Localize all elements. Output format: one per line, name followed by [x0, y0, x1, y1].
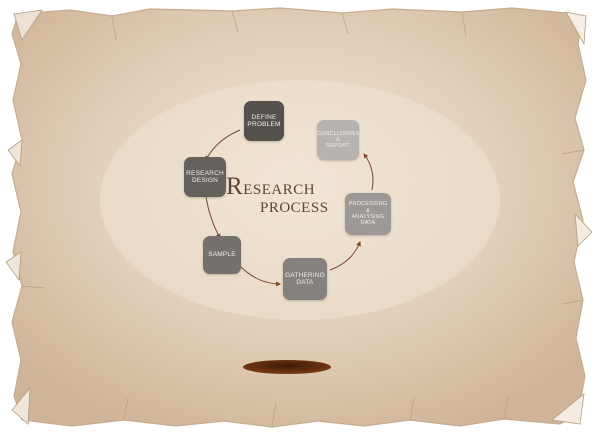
- title-initial: R: [226, 173, 244, 200]
- left-flap-2: [5, 251, 22, 282]
- step-label: DEFINE PROBLEM: [247, 113, 281, 128]
- cycle-arrows: [205, 129, 374, 287]
- left-flap: [7, 139, 23, 168]
- arrow-sample-to-gathering: [239, 265, 281, 287]
- step-processing-analysing-data: PROCESSING & ANALYSING DATA: [345, 193, 391, 235]
- right-flap: [574, 212, 593, 247]
- hole-shadow: [243, 360, 331, 374]
- arrow-define-to-design: [205, 129, 241, 161]
- step-label: SAMPLE: [208, 251, 236, 259]
- step-label: PROCESSING & ANALYSING DATA: [348, 201, 388, 227]
- bottom-left-fold: [11, 386, 31, 425]
- top-right-fold: [565, 11, 587, 46]
- step-conclusions-report: CONCLUSIONS & REPORT: [317, 120, 359, 160]
- step-label: GATHERING DATA: [285, 271, 325, 286]
- arrow-design-to-sample: [205, 196, 221, 239]
- top-left-fold: [13, 9, 43, 41]
- step-define-problem: DEFINE PROBLEM: [244, 101, 284, 141]
- diagram-title: RESEARCH PROCESS: [226, 174, 346, 217]
- step-sample: SAMPLE: [203, 236, 241, 274]
- title-line-2: PROCESS: [260, 200, 329, 216]
- paper-stain: [100, 80, 500, 320]
- arrow-gathering-to-processing: [329, 241, 361, 271]
- tear-lines: [21, 10, 585, 428]
- step-label: CONCLUSIONS & REPORT: [316, 130, 360, 150]
- arrow-processing-to-conclusions: [363, 153, 374, 191]
- step-label: RESEARCH DESIGN: [186, 169, 224, 184]
- title-line-1: RESEARCH: [226, 174, 346, 199]
- step-gathering-data: GATHERING DATA: [283, 258, 327, 300]
- title-line-1-rest: ESEARCH: [243, 182, 316, 198]
- step-research-design: RESEARCH DESIGN: [184, 157, 226, 197]
- bottom-right-fold: [551, 393, 585, 425]
